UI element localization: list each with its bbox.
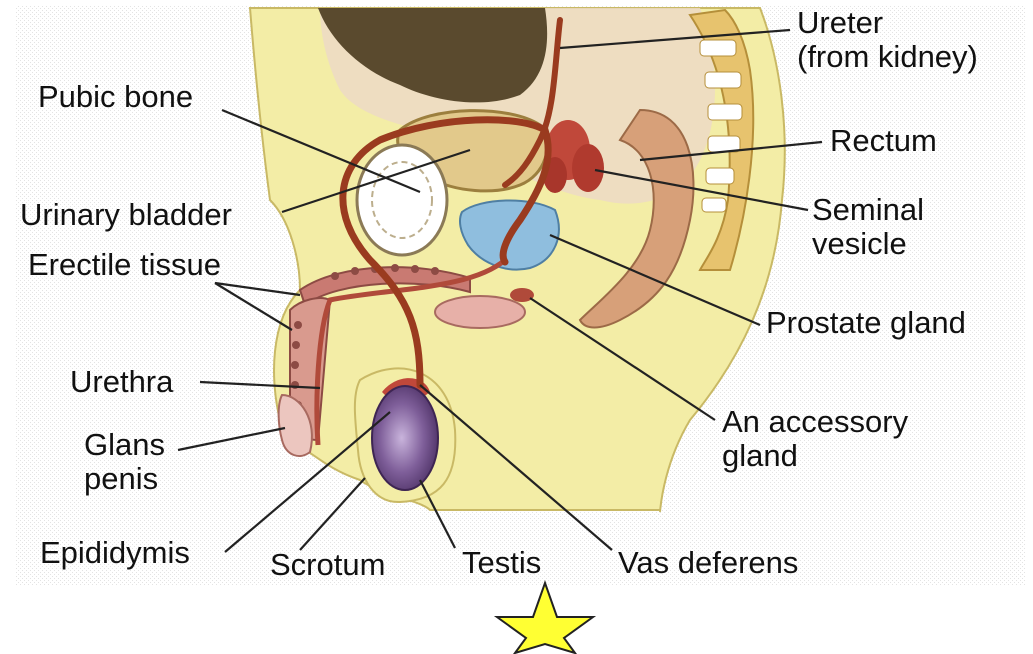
label-epididymis: Epididymis [40,536,190,570]
label-glans-penis-line2: penis [84,462,165,496]
label-testis: Testis [462,546,541,580]
label-an-accessory-gland: An accessory gland [722,405,908,473]
label-rectum: Rectum [830,124,937,158]
label-seminal-vesicle: Seminal vesicle [812,193,924,261]
label-pubic-bone: Pubic bone [38,80,193,114]
label-seminal-vesicle-line2: vesicle [812,227,924,261]
label-ureter: Ureter (from kidney) [797,6,978,74]
label-an-accessory-gland-line2: gland [722,439,908,473]
accessory-gland [435,296,525,328]
star-icon [497,583,593,653]
label-urethra: Urethra [70,365,173,399]
label-ureter-line2: (from kidney) [797,40,978,74]
label-urinary-bladder: Urinary bladder [20,198,232,232]
label-glans-penis-line1: Glans [84,428,165,462]
label-glans-penis: Glans penis [84,428,165,496]
label-prostate-gland: Prostate gland [766,306,966,340]
label-scrotum: Scrotum [270,548,385,582]
label-ureter-line1: Ureter [797,6,978,40]
label-seminal-vesicle-line1: Seminal [812,193,924,227]
label-vas-deferens: Vas deferens [618,546,798,580]
testis [372,386,438,490]
label-erectile-tissue: Erectile tissue [28,248,221,282]
label-an-accessory-gland-line1: An accessory [722,405,908,439]
